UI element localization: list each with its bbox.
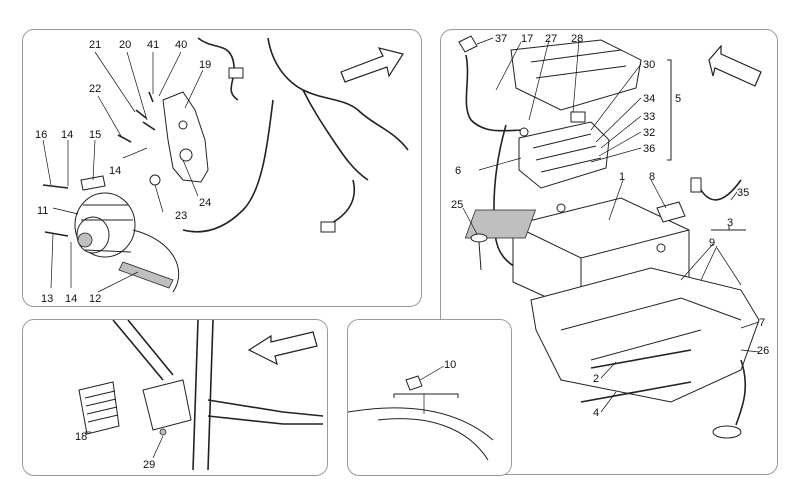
- harness-branch-2: [327, 179, 355, 226]
- sensor-10: [405, 375, 423, 391]
- direction-arrow-icon: [708, 44, 762, 87]
- alternator-panel: 21 20 41 40 19 22 16 14 15 14 11 23 24 1…: [22, 29, 422, 307]
- bracket-15: [80, 175, 106, 191]
- callout-35: 35: [737, 187, 749, 199]
- callout-14c: 14: [65, 293, 77, 305]
- callout-15: 15: [89, 129, 101, 141]
- callout-4: 4: [593, 407, 599, 419]
- callout-29: 29: [143, 459, 155, 471]
- callout-10: 10: [444, 359, 456, 371]
- callout-33: 33: [643, 111, 655, 123]
- callout-27: 27: [545, 33, 557, 45]
- callout-14: 14: [61, 129, 73, 141]
- rubber-pad: [470, 233, 488, 243]
- tie-rods: [580, 349, 692, 403]
- ground-terminal: [712, 425, 742, 439]
- callout-26: 26: [757, 345, 769, 357]
- callout-19: 19: [199, 59, 211, 71]
- battery-clamp: [656, 201, 686, 223]
- callout-22: 22: [89, 83, 101, 95]
- callout-7: 7: [759, 317, 765, 329]
- ground-cable: [735, 359, 747, 426]
- callout-16: 16: [35, 129, 47, 141]
- battery-diagram: 37 17 27 28 30 34 5 33 32 36 6 1 8 35 25…: [451, 33, 769, 439]
- callout-18: 18: [75, 431, 87, 443]
- callout-11: 11: [37, 205, 48, 217]
- callout-13: 13: [41, 293, 53, 305]
- callout-24: 24: [199, 197, 211, 209]
- battery-terminals: [464, 209, 537, 239]
- relay-33: [570, 111, 586, 123]
- callout-41: 41: [147, 39, 159, 51]
- callout-37: 37: [495, 33, 507, 45]
- bolts: [117, 91, 156, 143]
- module-panel: 18 29: [22, 319, 328, 476]
- callout-34: 34: [643, 93, 655, 105]
- callout-21: 21: [89, 39, 101, 51]
- callout-1: 1: [619, 171, 625, 183]
- harness-cable-main: [267, 37, 409, 151]
- terminal-cap: [458, 35, 478, 53]
- callout-30: 30: [643, 59, 655, 71]
- drive-belt: [118, 261, 174, 289]
- frame-crossbar: [207, 399, 324, 425]
- callout-2: 2: [593, 373, 599, 385]
- harness-cable: [197, 37, 239, 101]
- cable-connector: [228, 67, 244, 79]
- callout-6: 6: [455, 165, 461, 177]
- callout-3: 3: [727, 217, 733, 229]
- fuse-box: [518, 121, 610, 189]
- callout-23: 23: [175, 210, 187, 222]
- body-panel: [348, 407, 494, 461]
- frame-tubes: [112, 320, 214, 471]
- direction-arrow-icon: [340, 47, 404, 83]
- callout-25: 25: [451, 199, 463, 211]
- callout-40: 40: [175, 39, 187, 51]
- callout-32: 32: [643, 127, 655, 139]
- direction-arrow-icon: [247, 331, 318, 366]
- battery-panel: 37 17 27 28 30 34 5 33 32 36 6 1 8 35 25…: [440, 29, 778, 475]
- module-diagram: 18 29: [75, 320, 324, 471]
- fuse-28: [519, 127, 529, 137]
- alternator-diagram: 21 20 41 40 19 22 16 14 15 14 11 23 24 1…: [35, 37, 409, 305]
- callout-9: 9: [709, 237, 715, 249]
- control-module: [78, 381, 120, 435]
- callout-28: 28: [571, 33, 583, 45]
- callout-5: 5: [675, 93, 681, 105]
- nut-23: [149, 174, 161, 186]
- pulley: [77, 232, 93, 248]
- callout-14b: 14: [109, 165, 121, 177]
- harness-cable-lower: [182, 99, 274, 233]
- callout-20: 20: [119, 39, 131, 51]
- callout-36: 36: [643, 143, 655, 155]
- callout-12: 12: [89, 293, 101, 305]
- harness-branch: [302, 89, 369, 181]
- alternator-bracket: [162, 91, 209, 183]
- screw-29: [159, 428, 167, 436]
- battery-tray: [530, 267, 760, 403]
- cable-17: [465, 54, 527, 132]
- sensor-diagram: 10: [348, 359, 494, 461]
- mounting-bracket: [142, 379, 192, 431]
- callout-8: 8: [649, 171, 655, 183]
- callout-17: 17: [521, 33, 533, 45]
- cable-35: [695, 179, 742, 201]
- alternator-bolts: [42, 184, 69, 237]
- cable-connector: [320, 221, 336, 233]
- sensor-panel: 10: [347, 319, 512, 476]
